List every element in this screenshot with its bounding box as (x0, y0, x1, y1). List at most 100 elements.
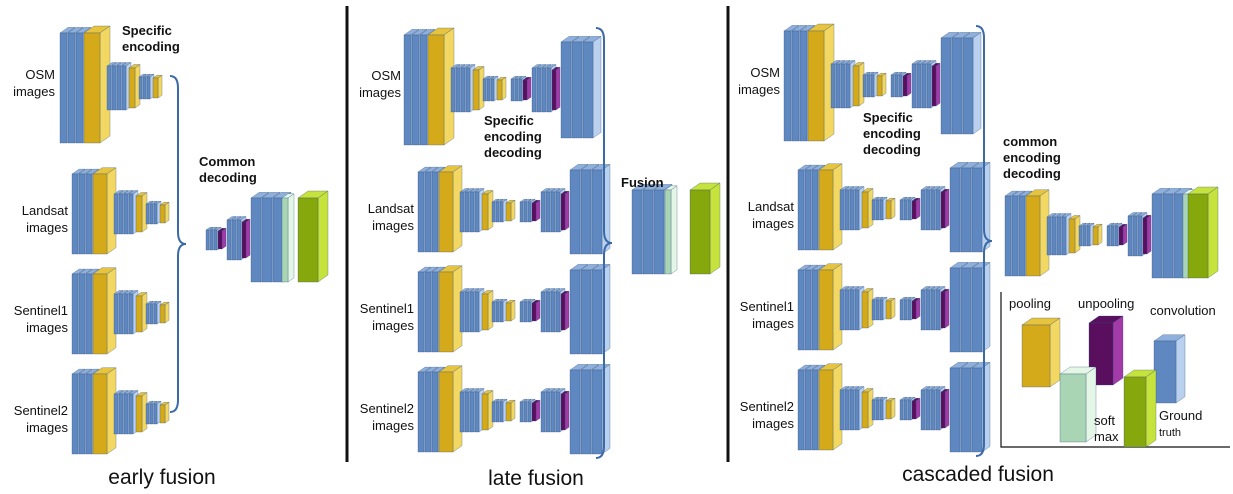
early-output-ground-truth-layer (297, 190, 329, 283)
cascaded-common-dec-unpool-layer (1118, 223, 1128, 246)
legend-softmax-label-2: max (1094, 429, 1119, 444)
legend-pooling-label: pooling (1009, 296, 1051, 311)
early-landsat-pool-layer (159, 201, 170, 224)
cascaded-common-line-2: encoding (1003, 150, 1061, 165)
late-osm-unpool-layer (551, 66, 561, 111)
cascaded-landsat-label-2: images (752, 216, 794, 231)
late-sentinel1-label: Sentinel1 (360, 301, 414, 316)
cascaded-landsat-pool-layer (818, 163, 843, 251)
cascaded-osm-unpool-layer (902, 72, 912, 97)
cascaded-landsat-pool-layer (885, 197, 896, 220)
late-sentinel1-pool-layer (505, 299, 516, 322)
early-sentinel1-pool-layer (92, 267, 117, 355)
cascaded-osm-label-2: images (738, 82, 780, 97)
late-landsat-pool-layer (505, 199, 516, 222)
cascaded-sentinel2-label: Sentinel2 (740, 399, 794, 414)
late-osm-label: OSM (371, 68, 401, 83)
legend-pooling-pool-layer (1021, 317, 1061, 388)
late-landsat-unpool-layer (560, 190, 570, 231)
cascaded-sentinel2-pool-layer (861, 388, 874, 429)
late-sentinel2-label: Sentinel2 (360, 401, 414, 416)
late-sentinel1-conv-layer (591, 263, 611, 355)
early-osm-pool-layer (83, 25, 111, 144)
legend-softmax-softmax-layer (1059, 366, 1097, 443)
early-landsat-label: Landsat (22, 203, 69, 218)
cascaded-sentinel2-conv-layer (971, 361, 991, 453)
cascaded-specific-line-1: Specific (863, 110, 913, 125)
legend-ground-truth-label: Ground (1159, 408, 1202, 423)
late-osm-conv-layer (582, 35, 602, 139)
early-common-unpool-layer (217, 227, 227, 250)
early-fusion-caption: early fusion (108, 466, 215, 489)
legend-convolution-conv-layer (1153, 334, 1186, 404)
cascaded-sentinel1-label: Sentinel1 (740, 299, 794, 314)
cascaded-fusion-panel (783, 23, 1219, 457)
late-osm-pool-layer (427, 27, 455, 146)
late-sentinel2-conv-layer (591, 363, 611, 455)
early-fusion-panel (59, 25, 329, 455)
late-osm-label-2: images (359, 85, 401, 100)
cascaded-osm-conv-layer (962, 31, 982, 135)
cascaded-output-ground-truth-layer (1187, 186, 1219, 279)
early-osm-label: OSM (25, 67, 55, 82)
early-common-unpool-layer (241, 218, 251, 259)
cascaded-common-label: common encoding decoding (1003, 134, 1061, 181)
legend-softmax-label: soft (1094, 413, 1115, 428)
early-osm-pool-layer (152, 74, 163, 99)
early-sentinel2-label: Sentinel2 (14, 403, 68, 418)
cascaded-osm-unpool-layer (931, 62, 941, 107)
early-sentinel2-pool-layer (135, 392, 148, 433)
late-sentinel1-pool-layer (481, 290, 494, 331)
cascaded-sentinel2-pool-layer (885, 397, 896, 420)
early-sentinel2-label-2: images (26, 420, 68, 435)
legend-labels: pooling unpooling convolution soft max G… (1009, 296, 1216, 444)
legend-ground-truth-ground-truth-layer (1123, 369, 1157, 448)
late-specific-label: Specific encoding decoding (484, 113, 542, 160)
early-specific-label: Specific encoding (122, 23, 180, 54)
early-specific-line-2: encoding (122, 39, 180, 54)
cascaded-common-line-1: common (1003, 134, 1057, 149)
late-input-labels: OSM images Landsat images Sentinel1 imag… (359, 68, 414, 433)
late-sentinel1-pool-layer (438, 265, 463, 353)
cascaded-fusion-caption: cascaded fusion (902, 463, 1054, 486)
late-fusion-softmax-layer (664, 185, 678, 275)
cascaded-sentinel1-conv-layer (971, 261, 991, 353)
cascaded-common-enc-pool-layer (1068, 215, 1081, 254)
late-fusion-caption: late fusion (488, 467, 584, 490)
early-common-label: Common decoding (199, 154, 257, 185)
early-common-line-1: Common (199, 154, 255, 169)
legend-unpooling-label: unpooling (1078, 296, 1134, 311)
cascaded-common-dec-unpool-layer (1142, 214, 1152, 255)
early-common-softmax-layer (281, 193, 295, 283)
late-brace (595, 27, 613, 459)
early-brace (169, 75, 187, 413)
cascaded-sentinel1-unpool-layer (911, 297, 921, 320)
cascaded-sentinel2-pool-layer (818, 363, 843, 451)
early-sentinel1-label: Sentinel1 (14, 303, 68, 318)
late-sentinel2-pool-layer (481, 390, 494, 431)
early-sentinel2-pool-layer (92, 367, 117, 455)
cascaded-sentinel1-pool-layer (885, 297, 896, 320)
early-sentinel1-pool-layer (135, 292, 148, 333)
late-sentinel1-unpool-layer (560, 290, 570, 331)
early-sentinel1-label-2: images (26, 320, 68, 335)
late-specific-line-1: Specific (484, 113, 534, 128)
late-osm-pool-layer (472, 66, 485, 111)
cascaded-specific-label: Specific encoding decoding (863, 110, 921, 157)
late-landsat-pool-layer (438, 165, 463, 253)
early-landsat-pool-layer (135, 192, 148, 233)
cascaded-common-enc-pool-layer (1092, 223, 1103, 246)
cascaded-specific-line-2: encoding (863, 126, 921, 141)
late-specific-line-3: decoding (484, 145, 542, 160)
cascaded-sentinel2-label-2: images (752, 416, 794, 431)
cascaded-brace (975, 25, 993, 457)
cascaded-sentinel1-label-2: images (752, 316, 794, 331)
late-sentinel2-unpool-layer (531, 399, 541, 422)
cascaded-sentinel2-unpool-layer (940, 388, 950, 429)
cascaded-sentinel2-unpool-layer (911, 397, 921, 420)
early-input-labels: OSM images Landsat images Sentinel1 imag… (13, 67, 68, 435)
late-sentinel1-unpool-layer (531, 299, 541, 322)
cascaded-landsat-unpool-layer (911, 197, 921, 220)
early-landsat-pool-layer (92, 167, 117, 255)
cascaded-landsat-unpool-layer (940, 188, 950, 229)
